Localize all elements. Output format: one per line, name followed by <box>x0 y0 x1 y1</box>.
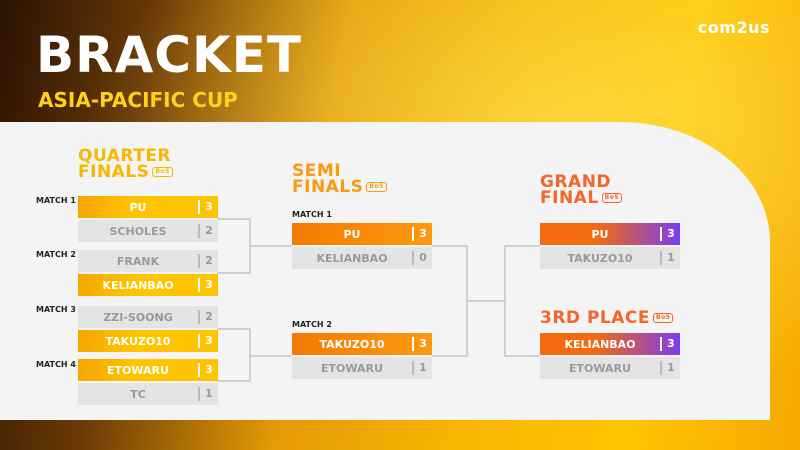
match-label: MATCH 1 <box>36 196 76 205</box>
match-label: MATCH 1 <box>292 210 332 219</box>
connector-qf34 <box>217 328 251 382</box>
match-label: MATCH 4 <box>36 360 76 369</box>
format-badge: Bo5 <box>653 313 674 323</box>
match-label: MATCH 2 <box>292 320 332 329</box>
com2us-logo: com2us <box>697 18 770 37</box>
connector-finals <box>504 245 540 357</box>
page-subtitle: ASIA-PACIFIC CUP <box>38 88 238 112</box>
connector-sf <box>432 245 468 357</box>
match-label: MATCH 3 <box>36 305 76 314</box>
format-badge: Bo5 <box>366 182 387 192</box>
connector-qf12 <box>217 218 251 274</box>
match-label: MATCH 2 <box>36 250 76 259</box>
format-badge: Bo5 <box>601 193 623 203</box>
format-badge: Bo5 <box>152 167 173 177</box>
page-title: BRACKET <box>36 26 303 84</box>
